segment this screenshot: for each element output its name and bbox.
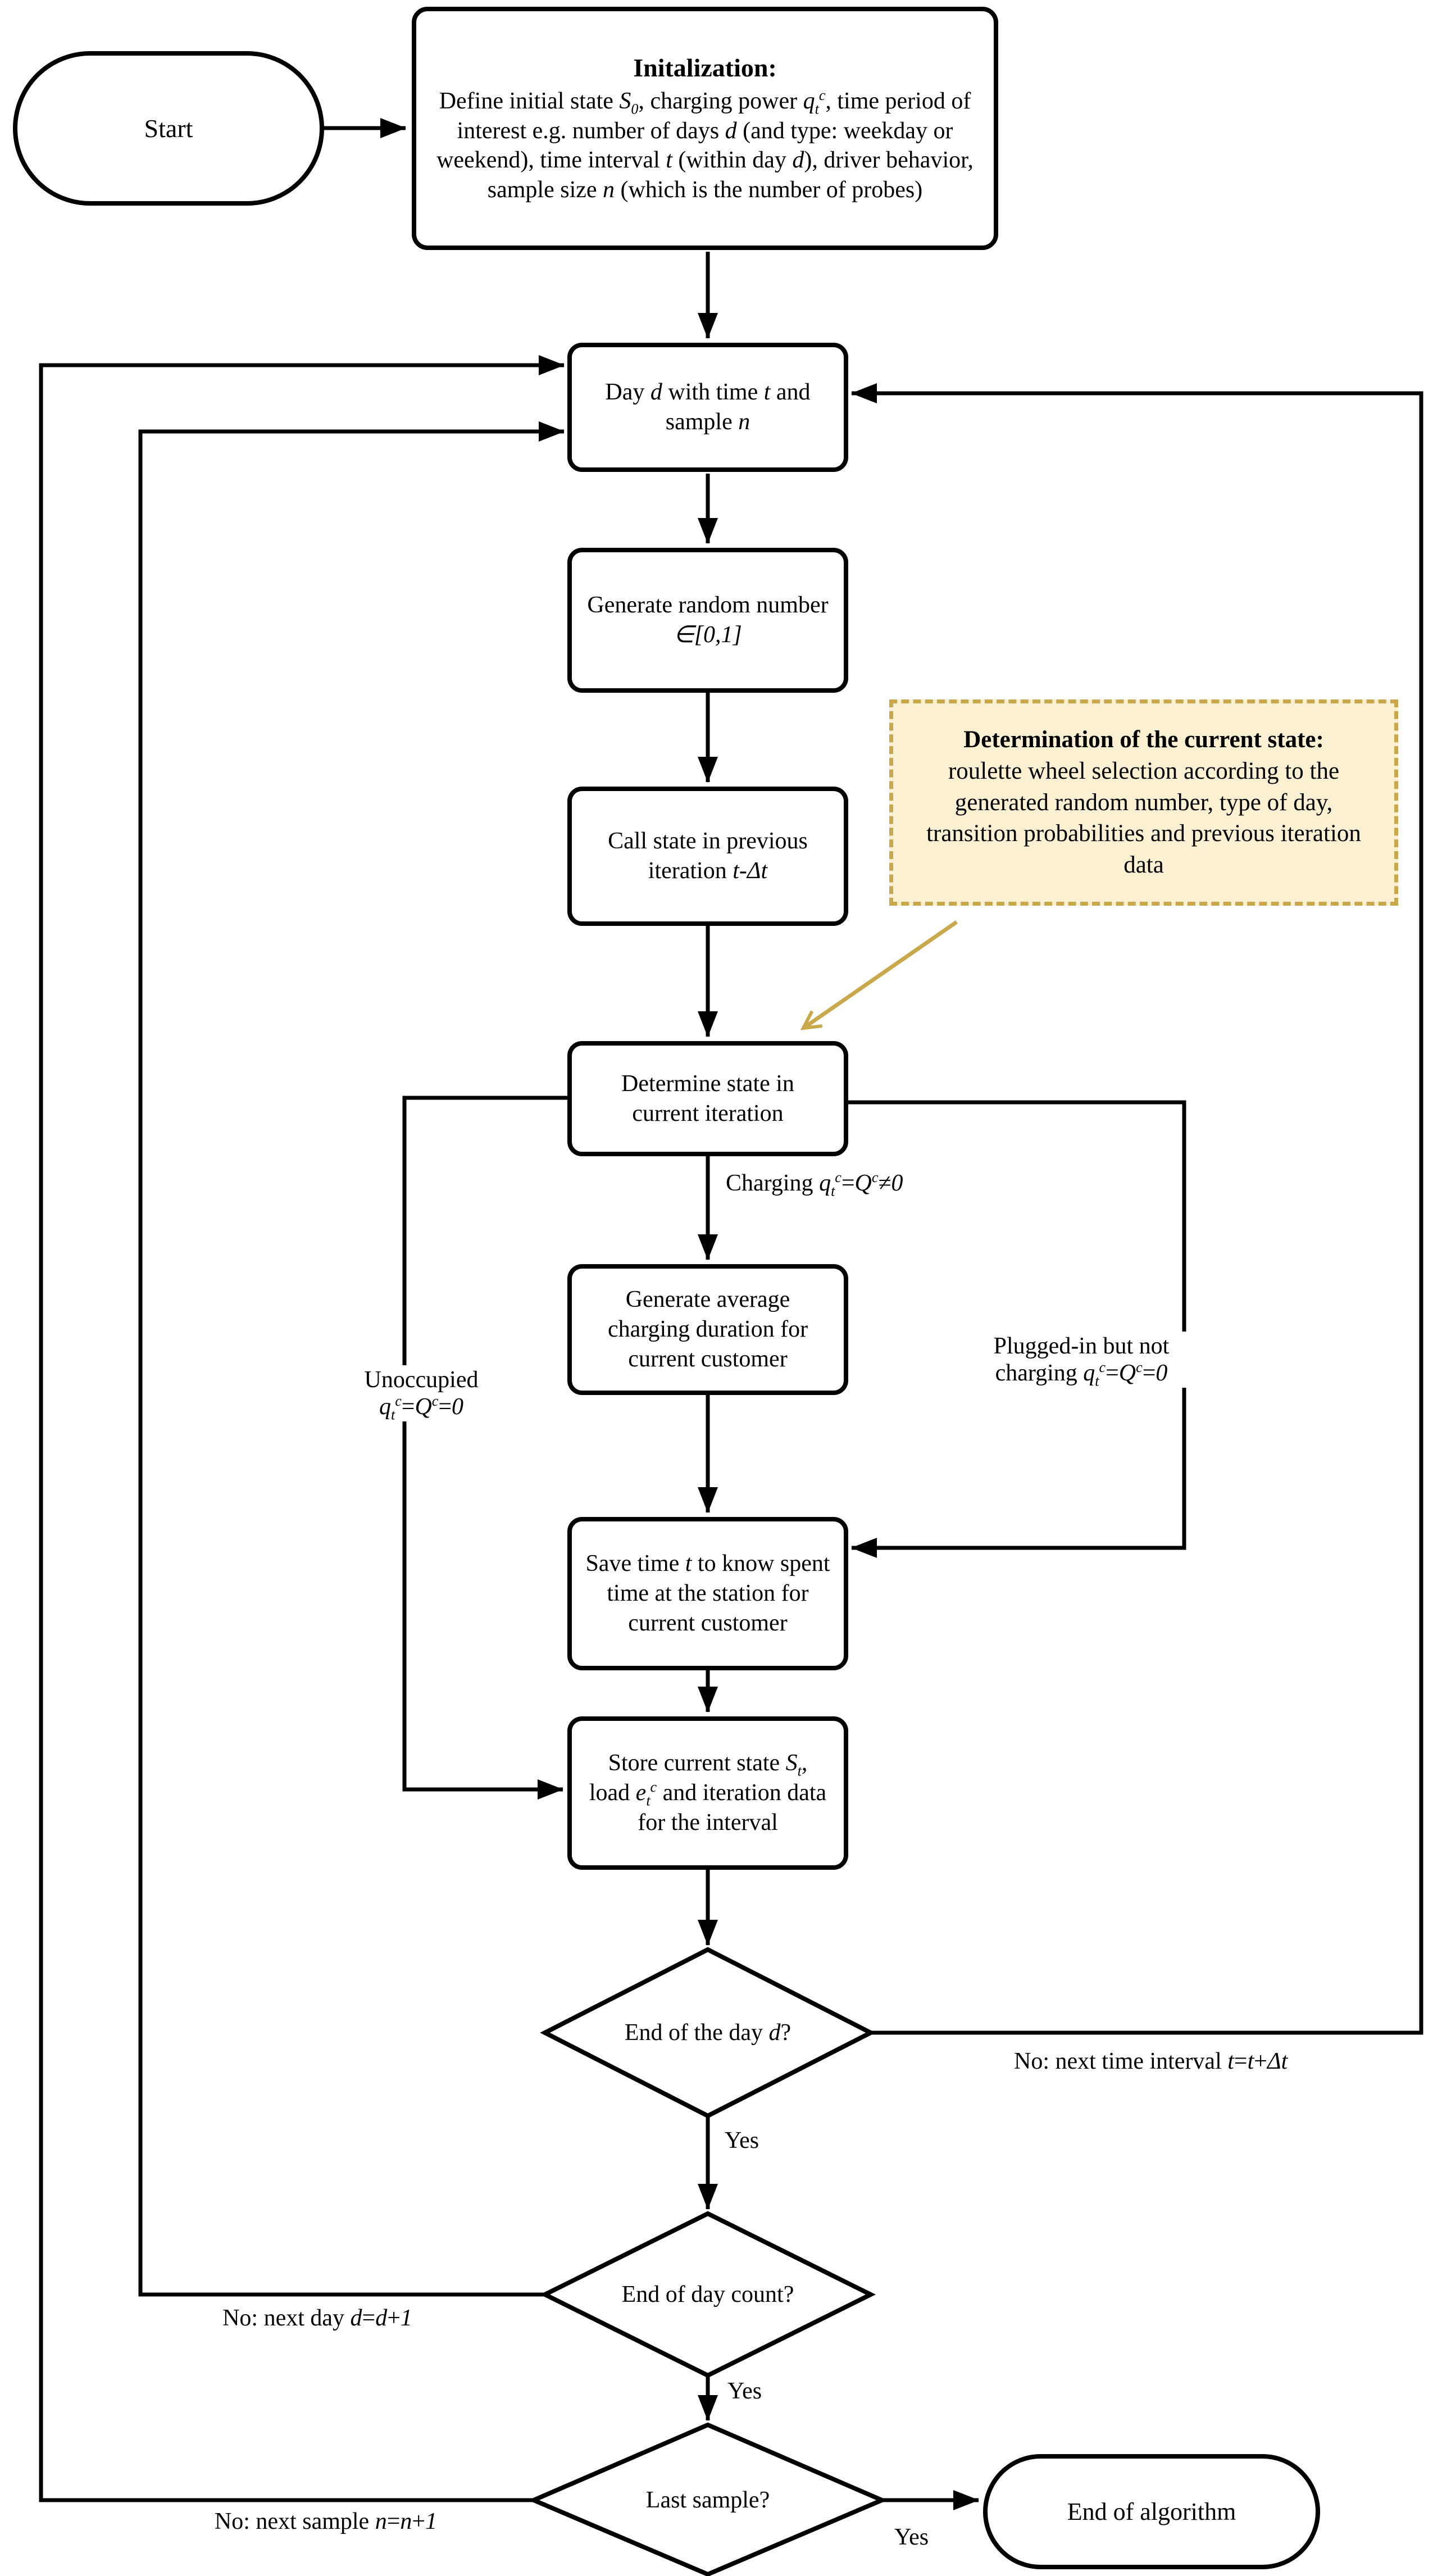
- decision-end-of-day-count-label: End of day count?: [621, 2282, 794, 2307]
- end-label: End of algorithm: [1067, 2497, 1236, 2525]
- decision-end-of-day-shape: [540, 1947, 876, 2119]
- no-next-sample-label: No: next sample n=n+1: [214, 2509, 438, 2534]
- yes-label-last-sample: Yes: [894, 2524, 929, 2550]
- yes-label-end-of-day: Yes: [725, 2128, 759, 2154]
- initialization-body: Define initial state S0, charging power …: [436, 87, 974, 203]
- edge-unoccupied-branch: [402, 1096, 567, 1800]
- edge-pluggedin-branch: [848, 1100, 1186, 1558]
- generate-charging-duration-label: Generate average charging duration for c…: [607, 1287, 808, 1372]
- no-next-time-interval-label: No: next time interval t=t+Δt: [1014, 2048, 1288, 2074]
- start-label: Start: [144, 113, 193, 143]
- end-terminal: End of algorithm: [983, 2454, 1320, 2569]
- save-time-box: Save time t to know spent time at the st…: [567, 1517, 848, 1670]
- yes-label-day-count: Yes: [727, 2378, 762, 2404]
- start-terminal: Start: [13, 51, 324, 206]
- day-time-sample-label: Day d with time t and sample n: [605, 379, 811, 435]
- determination-note-title: Determination of the current state:: [963, 726, 1324, 753]
- charging-branch-label: Charging qtc=Qc≠0: [726, 1169, 903, 1200]
- determine-state-box: Determine state in current iteration: [567, 1041, 848, 1156]
- no-next-day-label: No: next day d=d+1: [222, 2305, 412, 2331]
- determine-state-label: Determine state in current iteration: [621, 1070, 794, 1126]
- edge-no-next-sample-loop: [39, 355, 565, 2502]
- determination-note-body: roulette wheel selection according to th…: [926, 757, 1361, 879]
- save-time-label: Save time t to know spent time at the st…: [585, 1551, 830, 1636]
- call-previous-state-box: Call state in previous iteration t-Δt: [567, 787, 848, 926]
- determination-note: Determination of the current state: roul…: [889, 699, 1398, 906]
- initialization-box: Initalization: Define initial state S0, …: [412, 7, 998, 250]
- generate-charging-duration-box: Generate average charging duration for c…: [567, 1264, 848, 1395]
- edge-no-next-time-loop: [851, 383, 1423, 2035]
- decision-end-of-day-count-shape: [540, 2211, 876, 2378]
- decision-last-sample-shape: [527, 2422, 888, 2576]
- store-state-label: Store current state St, load etc and ite…: [589, 1750, 827, 1836]
- call-previous-state-label: Call state in previous iteration t-Δt: [608, 828, 808, 884]
- note-callout-arrow: [803, 920, 958, 1028]
- day-time-sample-box: Day d with time t and sample n: [567, 343, 848, 472]
- generate-random-number-box: Generate random number ∈[0,1]: [567, 548, 848, 693]
- generate-random-number-label: Generate random number ∈[0,1]: [587, 592, 829, 648]
- decision-last-sample-label: Last sample?: [645, 2487, 770, 2513]
- decision-end-of-day-label: End of the day d?: [624, 2020, 791, 2046]
- store-state-box: Store current state St, load etc and ite…: [567, 1716, 848, 1870]
- edge-no-next-day-loop: [138, 421, 565, 2297]
- initialization-title: Initalization:: [633, 53, 777, 82]
